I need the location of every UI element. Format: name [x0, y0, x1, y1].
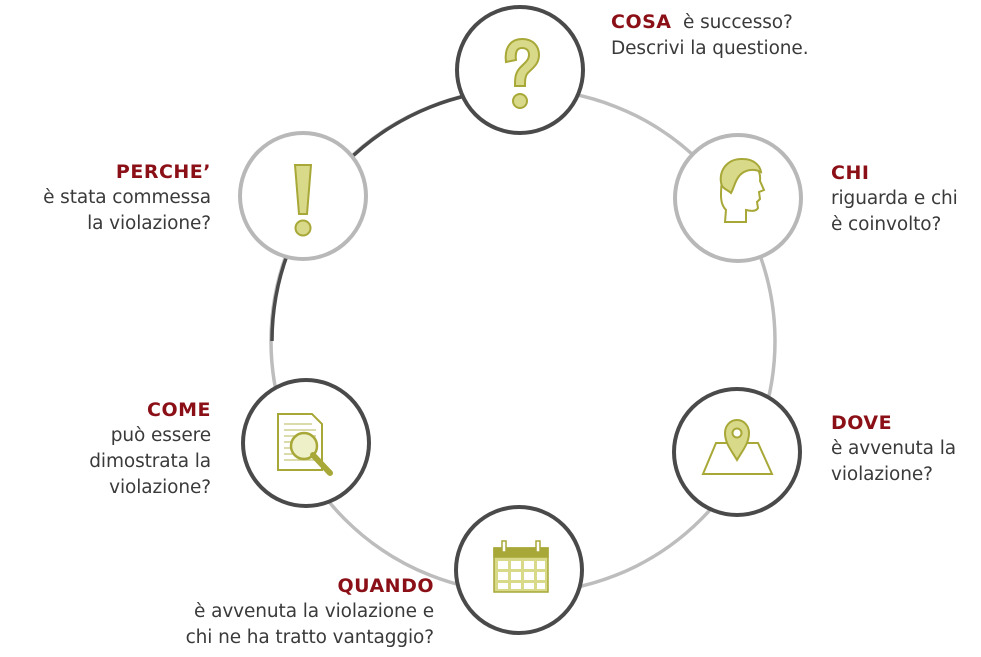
map-pin-icon [701, 418, 774, 475]
text-come-3: violazione? [109, 477, 211, 498]
label-cosa: COSA è successo? Descrivi la questione. [611, 9, 809, 62]
keyword-quando: QUANDO [337, 575, 434, 597]
keyword-cosa: COSA [611, 11, 672, 33]
label-dove: DOVE è avvenuta la violazione? [831, 410, 956, 488]
text-quando-2: chi ne ha tratto vantaggio? [185, 627, 435, 648]
label-quando: QUANDO è avvenuta la violazione e chi ne… [185, 573, 435, 651]
keyword-perche: PERCHE’ [115, 161, 211, 183]
exclamation-mark-icon [293, 164, 313, 237]
label-come: COME può essere dimostrata la violazione… [89, 397, 211, 501]
keyword-chi: CHI [831, 162, 870, 184]
text-come-2: dimostrata la [89, 451, 211, 472]
text-perche-2: la violazione? [87, 213, 211, 234]
text-chi-2: è coinvolto? [831, 214, 942, 235]
text-come-1: può essere [110, 425, 211, 446]
label-chi: CHI riguarda e chi è coinvolto? [831, 160, 958, 238]
text-dove-2: violazione? [831, 464, 933, 485]
head-profile-icon [719, 157, 766, 223]
question-mark-icon [504, 37, 541, 109]
keyword-come: COME [147, 399, 211, 421]
text-perche-1: è stata commessa [43, 187, 211, 208]
text-dove-1: è avvenuta la [831, 438, 956, 459]
keyword-dove: DOVE [831, 412, 893, 434]
text-chi-1: riguarda e chi [831, 188, 958, 209]
calendar-icon [493, 540, 549, 593]
text-quando-1: è avvenuta la violazione e [194, 601, 434, 622]
text-cosa-1: Descrivi la questione. [611, 38, 809, 59]
label-perche: PERCHE’ è stata commessa la violazione? [43, 159, 211, 237]
document-magnifier-icon [277, 413, 333, 476]
text-cosa-inline: è successo? [683, 12, 793, 33]
